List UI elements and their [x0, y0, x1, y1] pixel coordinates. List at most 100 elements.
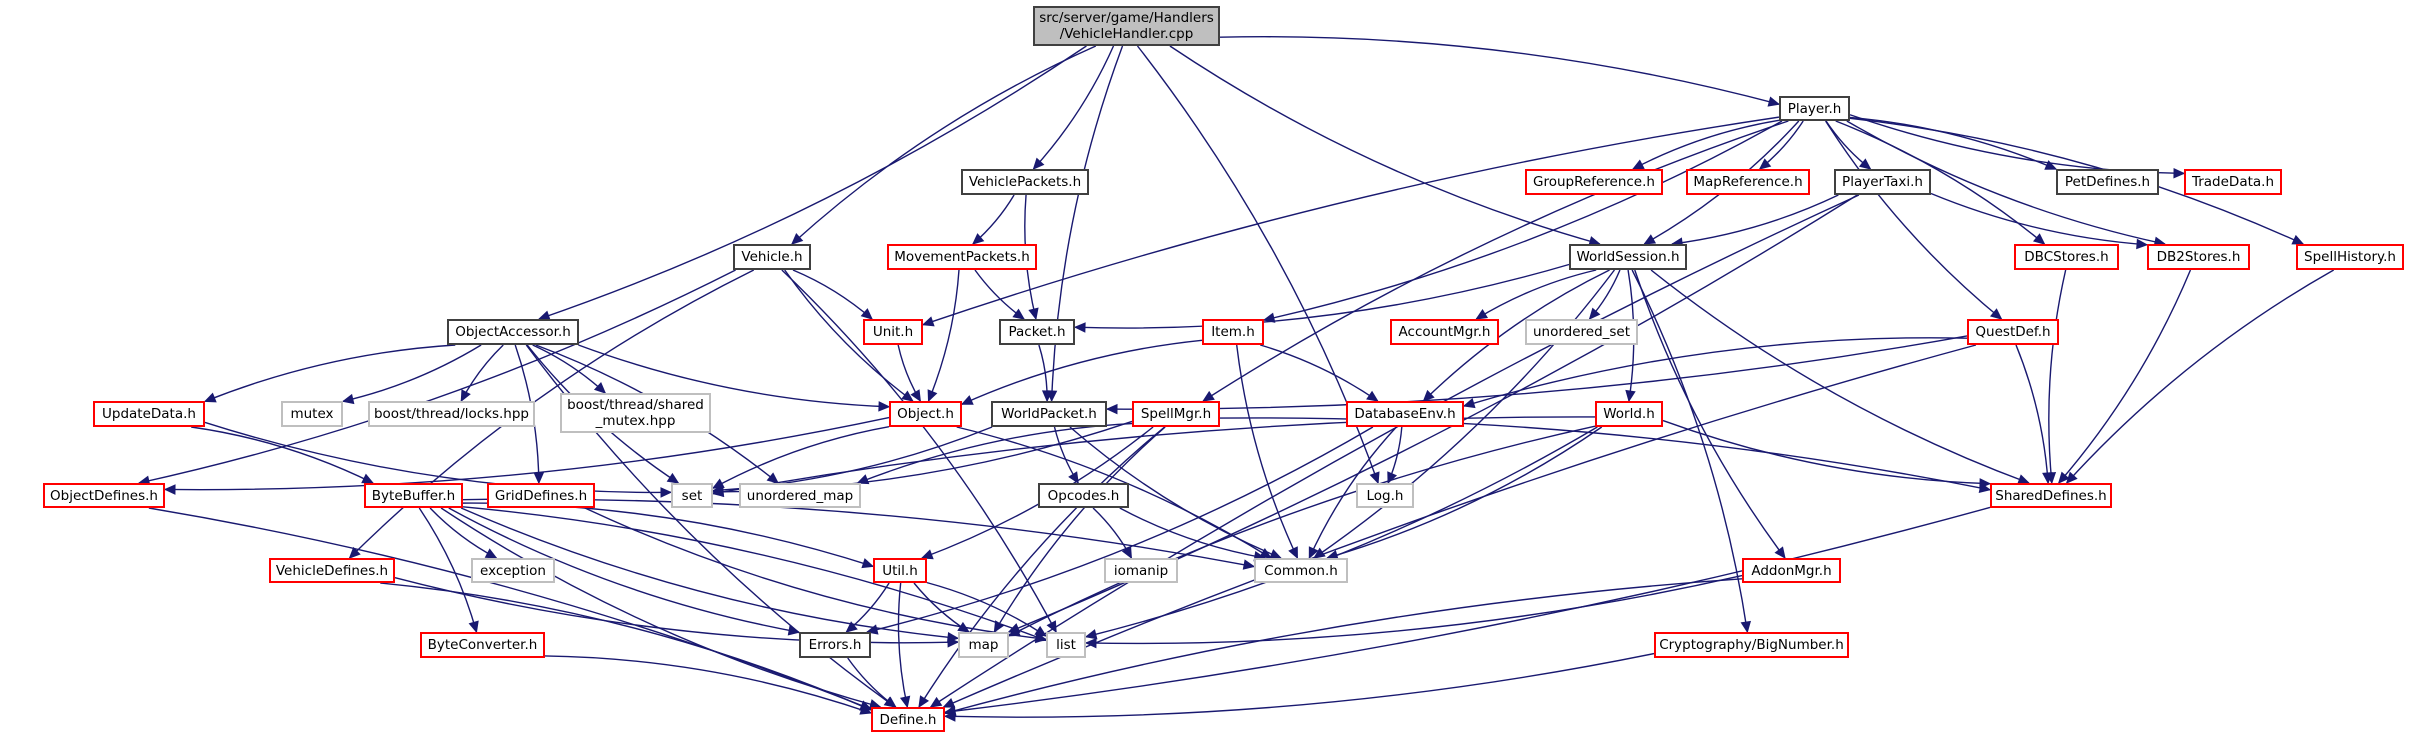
- edge-worldsession-to-shareddefines: [1650, 269, 2030, 484]
- node-packet[interactable]: Packet.h: [999, 319, 1075, 345]
- node-movementpackets[interactable]: MovementPackets.h: [887, 244, 1037, 270]
- edge-spellhistory-to-shareddefines: [2066, 269, 2335, 484]
- arrowhead-icon: [1084, 629, 1098, 640]
- arrowhead-icon: [1369, 471, 1380, 485]
- node-griddefines[interactable]: GridDefines.h: [487, 483, 595, 508]
- arrowhead-icon: [1259, 547, 1273, 559]
- node-petdefines[interactable]: PetDefines.h: [2056, 169, 2159, 195]
- arrowhead-icon: [766, 472, 780, 484]
- arrowhead-icon: [1475, 309, 1489, 320]
- edge-opcodes-to-common: [1119, 507, 1265, 559]
- arrowhead-icon: [899, 695, 911, 709]
- edge-spellmgr-to-define: [918, 426, 1166, 708]
- arrowhead-icon: [1121, 546, 1132, 560]
- node-opcodes[interactable]: Opcodes.h: [1038, 483, 1129, 508]
- node-db2stores[interactable]: DB2Stores.h: [2147, 244, 2250, 270]
- node-object[interactable]: Object.h: [889, 401, 962, 427]
- node-bignumber[interactable]: Cryptography/BigNumber.h: [1654, 632, 1849, 658]
- edge-vehicledefines-to-map: [394, 577, 959, 644]
- edge-item-to-object: [961, 339, 1203, 405]
- arrowhead-icon: [2045, 472, 2057, 485]
- edge-bytebuffer-to-list: [462, 506, 1047, 642]
- edge-player-to-groupreference: [1632, 119, 1780, 170]
- node-databaseenv[interactable]: DatabaseEnv.h: [1346, 401, 1464, 427]
- node-questdef[interactable]: QuestDef.h: [1967, 319, 2059, 345]
- arrowhead-icon: [2291, 234, 2305, 245]
- edge-databaseenv-to-errors: [866, 426, 1374, 633]
- node-item[interactable]: Item.h: [1202, 319, 1264, 345]
- node-addonmgr[interactable]: AddonMgr.h: [1742, 558, 1841, 583]
- node-byteconverter[interactable]: ByteConverter.h: [420, 632, 545, 658]
- node-worldsession[interactable]: WorldSession.h: [1569, 244, 1687, 270]
- node-vehicledefines[interactable]: VehicleDefines.h: [269, 558, 395, 583]
- arrowhead-icon: [533, 472, 545, 485]
- arrowhead-icon: [791, 233, 804, 245]
- arrowhead-icon: [1202, 390, 1215, 402]
- arrowhead-icon: [947, 637, 960, 648]
- edge-bytebuffer-to-common: [462, 498, 1255, 568]
- edge-root-to-vehicle: [791, 45, 1097, 245]
- node-tradedata[interactable]: TradeData.h: [2184, 169, 2282, 195]
- node-spellmgr[interactable]: SpellMgr.h: [1132, 401, 1220, 427]
- node-playertaxi[interactable]: PlayerTaxi.h: [1834, 169, 1931, 195]
- node-mapreference[interactable]: MapReference.h: [1686, 169, 1810, 195]
- node-vehiclepackets[interactable]: VehiclePackets.h: [961, 169, 1089, 195]
- arrowhead-icon: [921, 316, 935, 327]
- node-errors[interactable]: Errors.h: [799, 632, 871, 658]
- edge-spellmgr-to-map: [993, 426, 1166, 633]
- arrowhead-icon: [666, 472, 680, 484]
- arrowhead-icon: [910, 389, 921, 403]
- node-player[interactable]: Player.h: [1779, 96, 1850, 121]
- node-shared-mutex: boost/thread/shared _mutex.hpp: [560, 393, 711, 433]
- arrowhead-icon: [942, 697, 956, 708]
- edge-root-to-worldsession: [1169, 45, 1600, 245]
- arrowhead-icon: [971, 233, 985, 245]
- node-spellhistory[interactable]: SpellHistory.h: [2296, 244, 2404, 270]
- edge-player-to-petdefines: [1849, 116, 2057, 170]
- arrowhead-icon: [1046, 620, 1057, 634]
- edge-dbcstores-to-shareddefines: [2048, 269, 2067, 484]
- arrowhead-icon: [2173, 167, 2186, 179]
- node-vehicle[interactable]: Vehicle.h: [733, 244, 811, 270]
- edge-root-to-objectaccessor: [538, 45, 1087, 320]
- node-accountmgr[interactable]: AccountMgr.h: [1390, 319, 1499, 345]
- arrowhead-icon: [901, 390, 914, 402]
- arrowhead-icon: [341, 393, 355, 405]
- edge-vehicle-to-objectdefines: [138, 269, 736, 484]
- edge-util-to-list: [926, 581, 1047, 637]
- node-bytebuffer[interactable]: ByteBuffer.h: [364, 483, 463, 508]
- edge-player-to-questdef: [1825, 120, 2002, 320]
- edge-player-to-db2stores: [1846, 120, 2166, 245]
- edge-spellmgr-to-unordered_map: [857, 422, 1133, 484]
- node-unit[interactable]: Unit.h: [863, 319, 923, 345]
- node-groupreference[interactable]: GroupReference.h: [1525, 169, 1663, 195]
- node-objectdefines[interactable]: ObjectDefines.h: [43, 483, 165, 508]
- arrowhead-icon: [2136, 238, 2149, 250]
- arrowhead-icon: [711, 486, 725, 498]
- edge-questdef-to-worldpacket: [1106, 335, 1968, 410]
- edge-player-to-spellhistory: [1849, 117, 2304, 245]
- edge-root-to-vehiclepackets: [1032, 45, 1115, 170]
- edge-bytebuffer-to-errors: [448, 507, 800, 633]
- edge-world-to-common: [1327, 426, 1603, 559]
- node-updatedata[interactable]: UpdateData.h: [93, 401, 205, 427]
- node-define[interactable]: Define.h: [871, 707, 945, 732]
- arrowhead-icon: [878, 401, 891, 412]
- node-objectaccessor[interactable]: ObjectAccessor.h: [447, 319, 579, 345]
- node-worldpacket[interactable]: WorldPacket.h: [991, 401, 1107, 427]
- edge-world-to-set: [712, 416, 1596, 495]
- node-root[interactable]: src/server/game/Handlers /VehicleHandler…: [1033, 6, 1220, 46]
- edge-item-to-common: [1236, 344, 1299, 559]
- node-dbcstores[interactable]: DBCStores.h: [2014, 244, 2119, 270]
- arrowhead-icon: [484, 548, 498, 559]
- node-world[interactable]: World.h: [1595, 401, 1663, 427]
- edge-updatedata-to-set: [204, 421, 672, 494]
- node-util[interactable]: Util.h: [873, 558, 927, 583]
- edge-root-to-worldpacket: [1050, 45, 1124, 402]
- arrowhead-icon: [1242, 559, 1256, 570]
- edge-bytebuffer-to-byteconverter: [418, 507, 478, 633]
- edge-bytebuffer-to-map: [460, 507, 959, 640]
- node-shareddefines[interactable]: SharedDefines.h: [1990, 483, 2112, 508]
- edge-playertaxi-to-worldsession: [1672, 194, 1839, 245]
- arrowhead-icon: [1308, 546, 1319, 560]
